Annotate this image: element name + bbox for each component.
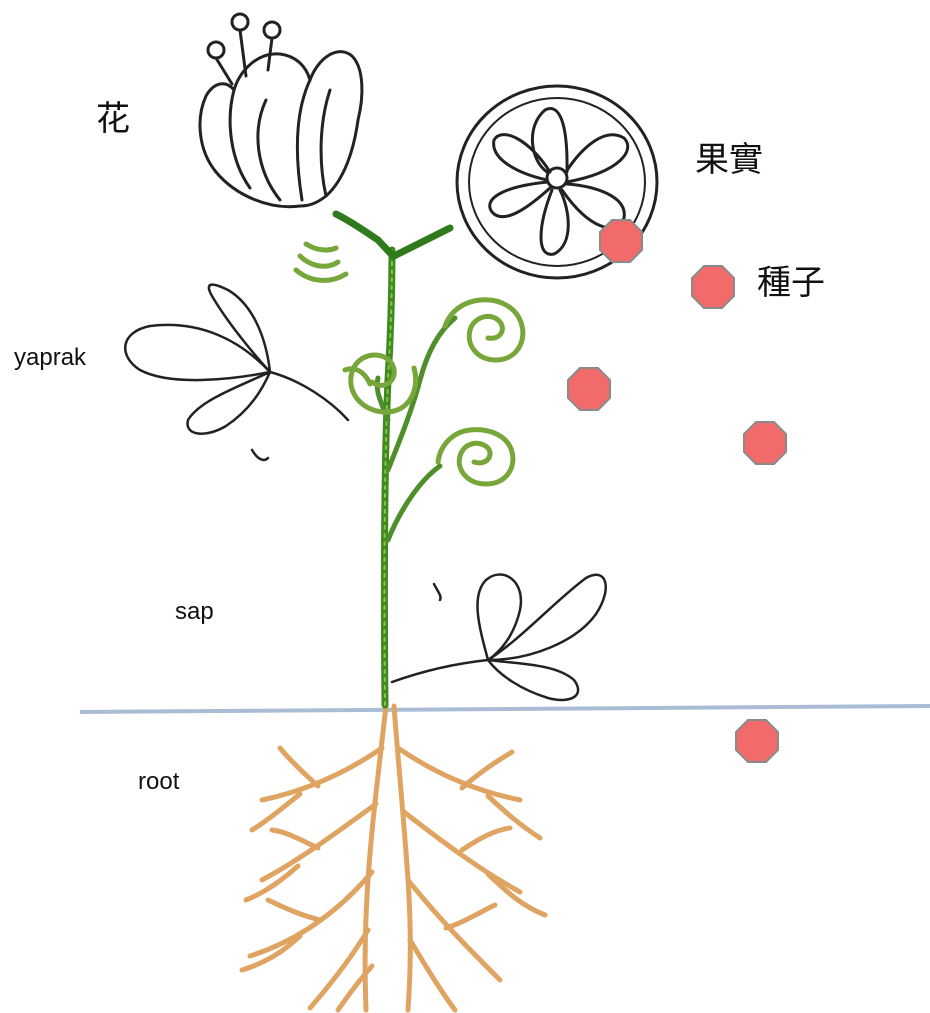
seed-marker [567, 367, 611, 411]
flower-illustration [198, 12, 364, 209]
stem [332, 210, 458, 709]
seed-marker [735, 719, 779, 763]
label-fruit: 果實 [695, 140, 763, 180]
seed-marker [743, 421, 787, 465]
tendril-spiral-lower-right [435, 427, 516, 487]
seed-marker [599, 219, 643, 263]
leaf-lower-right [390, 573, 607, 702]
label-seed: 種子 [757, 263, 825, 303]
label-leaf: yaprak [14, 344, 87, 371]
label-flower: 花 [96, 99, 130, 139]
leaf-upper-left [124, 283, 350, 462]
seed-marker [691, 265, 735, 309]
label-root: root [138, 768, 180, 795]
label-stem: sap [175, 598, 214, 625]
tendril-spiral-left [348, 352, 419, 415]
tendrils [293, 241, 526, 487]
tendril-spiral-upper-right [442, 297, 526, 363]
fruit-illustration [455, 84, 659, 280]
seeds [567, 219, 787, 763]
root-system [239, 703, 548, 1013]
ground-line [79, 704, 930, 714]
